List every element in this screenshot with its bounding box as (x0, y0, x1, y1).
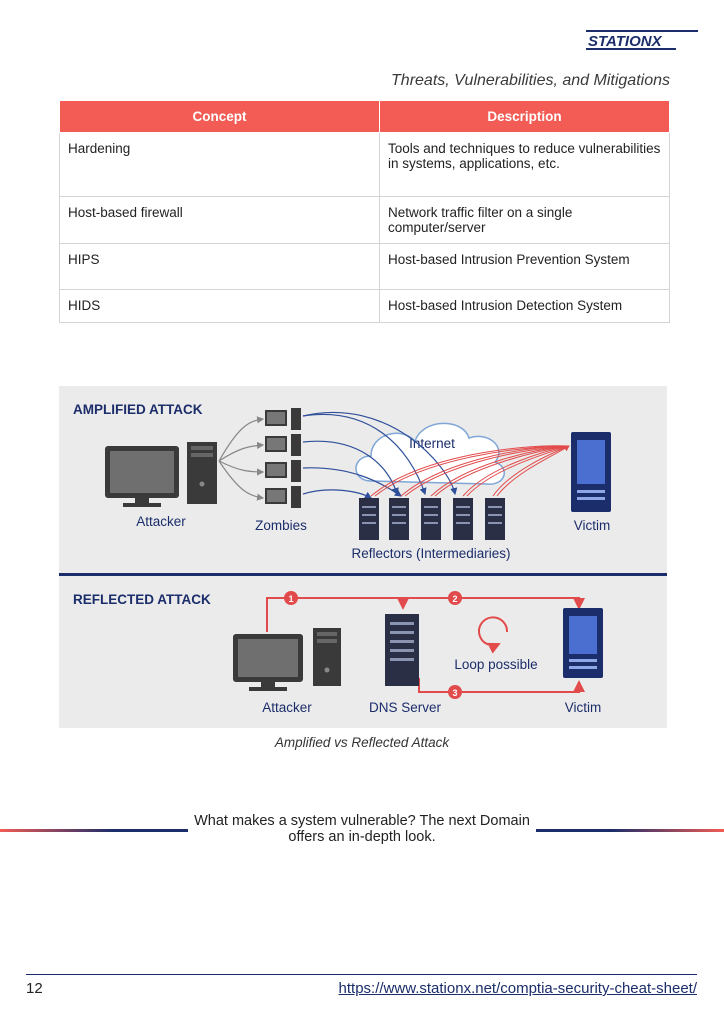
table-row: HIPS Host-based Intrusion Prevention Sys… (59, 243, 670, 290)
footer-divider (26, 974, 697, 975)
description-cell: Host-based Intrusion Prevention System (379, 243, 670, 290)
internet-label: Internet (409, 436, 455, 451)
description-cell: Network traffic filter on a single compu… (379, 196, 670, 244)
figure-caption: Amplified vs Reflected Attack (274, 735, 450, 750)
step-2-badge: 2 (448, 591, 462, 605)
svg-text:1: 1 (288, 594, 293, 604)
attacker-monitor-icon (105, 446, 179, 507)
concept-cell: Hardening (59, 132, 380, 197)
reflector-servers-icon (359, 498, 505, 540)
description-cell: Host-based Intrusion Detection System (379, 289, 670, 323)
zombie-computers-icon (265, 408, 301, 508)
column-header-concept: Concept (59, 100, 380, 133)
amplified-victim-label: Victim (574, 518, 611, 533)
loop-icon (478, 616, 509, 654)
table-row: Host-based firewall Network traffic filt… (59, 196, 670, 244)
step-3-badge: 3 (448, 685, 462, 699)
reflectors-label: Reflectors (Intermediaries) (351, 546, 510, 561)
reflected-victim-server-icon (563, 608, 603, 678)
table-header-row: Concept Description (59, 100, 670, 133)
attacker-tower-icon (187, 442, 217, 504)
dns-server-label: DNS Server (369, 700, 442, 715)
internet-cloud-icon (355, 422, 505, 485)
amplified-victim-server-icon (571, 432, 611, 512)
concept-cell: Host-based firewall (59, 196, 380, 244)
concept-cell: HIPS (59, 243, 380, 290)
zombies-label: Zombies (255, 518, 307, 533)
amplified-heading: AMPLIFIED ATTACK (73, 402, 203, 417)
logo-text: STATIONX (588, 33, 663, 50)
loop-label: Loop possible (454, 657, 537, 672)
svg-text:3: 3 (452, 688, 457, 698)
callout-divider-left (0, 829, 188, 832)
callout-divider-right (536, 829, 724, 832)
attacker-to-zombie-lines (218, 416, 265, 501)
document-title: Threats, Vulnerabilities, and Mitigation… (391, 72, 670, 89)
zombie-to-reflector-lines (302, 411, 458, 499)
page-number: 12 (26, 980, 43, 997)
table-row: HIDS Host-based Intrusion Detection Syst… (59, 289, 670, 323)
reflected-attacker-monitor-icon (233, 634, 303, 691)
step-1-badge: 1 (284, 591, 298, 605)
reflected-attacker-label: Attacker (262, 700, 312, 715)
reflected-attacker-tower-icon (313, 628, 341, 686)
description-cell: Tools and techniques to reduce vulnerabi… (379, 132, 670, 197)
footer-link[interactable]: https://www.stationx.net/comptia-securit… (338, 980, 697, 997)
concept-cell: HIDS (59, 289, 380, 323)
concept-table: Concept Description Hardening Tools and … (59, 100, 670, 323)
dns-server-icon (385, 614, 419, 686)
table-row: Hardening Tools and techniques to reduce… (59, 132, 670, 197)
reflected-heading: REFLECTED ATTACK (73, 592, 211, 607)
reflector-to-victim-lines (370, 445, 570, 497)
callout-text: What makes a system vulnerable? The next… (194, 813, 530, 845)
reflected-victim-label: Victim (565, 700, 602, 715)
stationx-logo: STATIONX (586, 30, 698, 50)
svg-text:2: 2 (452, 594, 457, 604)
amplified-attacker-label: Attacker (136, 514, 186, 529)
column-header-description: Description (379, 100, 670, 133)
attack-diagram: AMPLIFIED ATTACK Attacker Zombies Intern… (59, 386, 667, 728)
